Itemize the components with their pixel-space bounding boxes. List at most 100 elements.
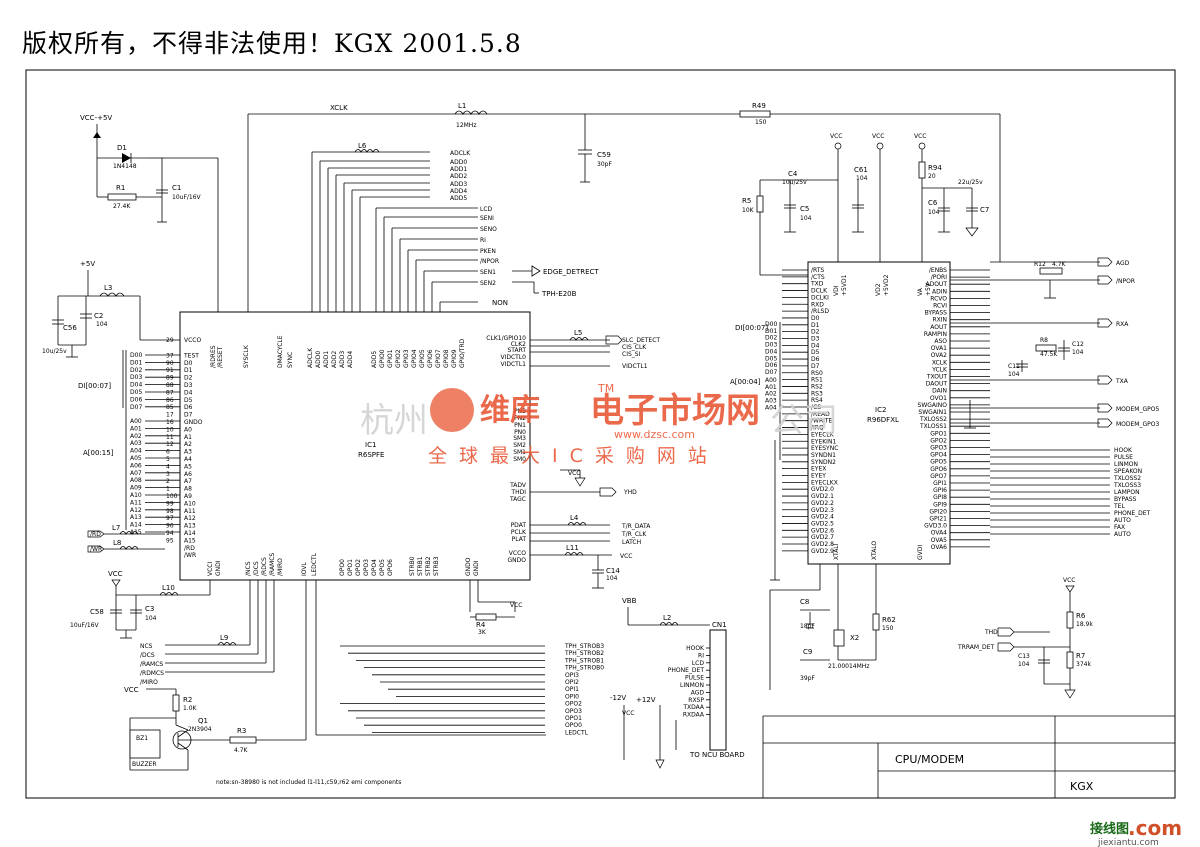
r3-value: 4.7K xyxy=(234,747,249,754)
ic2-left-pin: /CTS xyxy=(811,274,825,281)
ic2-top-pin: VD2 xyxy=(875,283,882,296)
ic2-left-pin: GVD2.6 xyxy=(811,527,834,534)
q1-label: Q1 xyxy=(198,717,208,725)
ncu-label: TO NCU BOARD xyxy=(689,751,745,759)
a-bus2-label: A00 xyxy=(765,377,777,384)
ic1-left-pin: A12 xyxy=(184,515,196,522)
ic1-left-pin-number: 16 xyxy=(166,419,174,426)
cn1-pin-label: RXDAA xyxy=(683,712,705,719)
ic2-left-pin: RS4 xyxy=(811,397,823,404)
ic1-top-pin: GPIO6 xyxy=(427,349,434,368)
ic1-bottom-pin: /MIRO xyxy=(277,558,284,576)
ic2-left-pin: /IRQ xyxy=(811,425,824,432)
ic1-right-pin: VIDCTL0 xyxy=(500,354,526,361)
m12-label: -12V xyxy=(610,694,626,702)
ic1-left-pin: A3 xyxy=(184,449,192,456)
r6-label: R6 xyxy=(1076,612,1086,620)
c58-label: C58 xyxy=(90,608,104,616)
x2-label: X2 xyxy=(850,634,859,642)
ic1-left-pin-number: 3 xyxy=(166,471,170,478)
l7-label: L7 xyxy=(112,524,120,532)
a-bus-label: A15 xyxy=(130,529,142,536)
cn1-pin-label: RXSP xyxy=(688,697,704,704)
strobe-label: OPO3 xyxy=(565,708,582,715)
rd-label: /RD xyxy=(90,531,101,538)
cn1-connector: VBB L2 CN1 HOOKRILCDPHONE_DETPULSELINMON… xyxy=(610,597,745,769)
d-bus-label: D06 xyxy=(130,396,142,403)
npor-out-label: /NPOR xyxy=(1116,278,1135,285)
watermark-url: www.dzsc.com xyxy=(614,428,695,441)
ic1-left-pin: A4 xyxy=(184,456,192,463)
ic1-left-pin: A0 xyxy=(184,426,192,433)
r3-label: R3 xyxy=(237,727,246,735)
right-bus-label: PHONE_DET xyxy=(1114,510,1151,517)
ic1-bottom-pin: GNDI xyxy=(215,560,222,576)
ic2-left-pin: /CS xyxy=(811,404,821,411)
ic1-right-pin: THDI xyxy=(510,489,526,496)
buzzer-section: VCC R2 1.0K BZ1 BUZZER Q1 2N3904 R3 4.7K… xyxy=(124,580,401,786)
agd-out-label: AGD xyxy=(1116,260,1130,267)
ic2-left-pin: GVD2.0 xyxy=(811,486,834,493)
l4-label: L4 xyxy=(570,514,579,522)
ic2-right-pin: /ENBS xyxy=(929,267,947,274)
chip-select-label: /RDMCS xyxy=(140,670,164,677)
ic2-right-pin: BYPASS xyxy=(925,310,948,317)
footer-com: .com xyxy=(1128,816,1182,840)
ic2-left-pin: DCLK xyxy=(811,288,828,295)
d-bus2-label: D07 xyxy=(765,369,777,376)
ic2-left-pin: RS0 xyxy=(811,370,823,377)
ic2-right-pin: OVO1 xyxy=(930,395,947,402)
ic1-top-pin: GPIO/TRD xyxy=(459,338,466,368)
d-bus2-label: D04 xyxy=(765,348,777,355)
watermark-center: 电子市场网 xyxy=(590,391,760,431)
ic1-bottom-pin: STRB0 xyxy=(409,556,416,576)
ic1-left-pin: D1 xyxy=(184,367,193,374)
ic1-top-pin: SYNC xyxy=(287,352,294,368)
ic2-right-pin: YCLK xyxy=(931,366,948,373)
ic1-top-pin: SYSCLK xyxy=(243,344,250,368)
ic1-right-pin: CLK2 xyxy=(511,341,526,348)
ic1-left-pin-number: 29 xyxy=(166,337,174,344)
ic1-bottom-pin: IOVL xyxy=(301,562,308,576)
d-bus2-label: D02 xyxy=(765,335,777,342)
ic1-left-pin: /WR xyxy=(184,552,196,559)
cn1-pin-labels: HOOKRILCDPHONE_DETPULSELINMONAGDRXSPTXDA… xyxy=(668,645,710,719)
top-signal-label: ADD1 xyxy=(450,166,467,173)
ic1-bottom-pin: /NCS xyxy=(245,561,252,576)
ic1-top-pin: /RDRES xyxy=(210,345,217,368)
r49-value: 150 xyxy=(755,119,767,126)
strobe-label: TPH_STROB0 xyxy=(564,665,604,672)
a-bus-label: A13 xyxy=(130,514,142,521)
right-bus-label: FAX xyxy=(1114,524,1125,531)
d-bus2-label: D01 xyxy=(765,328,777,335)
ic1-right-pin: VCCO xyxy=(509,550,526,557)
ic1-top-pin: GPIO3 xyxy=(403,349,410,368)
ic2-left-pin: RXD xyxy=(811,301,824,308)
d-bus2-label: D06 xyxy=(765,362,777,369)
rd-wr-section: /RD /WR L7 L8 xyxy=(87,524,165,553)
r6-value: 18.9k xyxy=(1076,621,1093,628)
c4-label: C4 xyxy=(788,170,798,178)
mid-signal-label: SENI xyxy=(480,215,494,222)
r5-label: R5 xyxy=(742,197,751,205)
title-block-title: CPU/MODEM xyxy=(895,753,964,766)
a-bus-label: A14 xyxy=(130,522,142,529)
l1-value: 12MHz xyxy=(456,122,476,129)
ic1-left-pin-number: 5 xyxy=(166,456,170,463)
d-bus-label: D03 xyxy=(130,374,142,381)
vcc-label-3: VCC xyxy=(568,470,580,477)
ic1-left-pin: D2 xyxy=(184,375,193,382)
ic1-left-pin: A10 xyxy=(184,500,196,507)
ic2-left-pin: SYNDN1 xyxy=(811,452,836,459)
vcc-label-9: VCC xyxy=(914,133,926,140)
txa-out-label: TXA xyxy=(1115,378,1129,385)
vbb-label: VBB xyxy=(622,597,637,605)
ic2-left-pin: EYEX xyxy=(811,466,826,473)
vcc-label-10: VCC xyxy=(1063,577,1075,584)
ic2-right-pin: AOUT xyxy=(930,324,947,331)
d-bus-label: D04 xyxy=(130,382,142,389)
ic1-bottom-pin: STRB1 xyxy=(417,556,424,576)
top-signal-label: ADD3 xyxy=(450,181,467,188)
ic1-right-pin: PN2 xyxy=(514,415,526,422)
